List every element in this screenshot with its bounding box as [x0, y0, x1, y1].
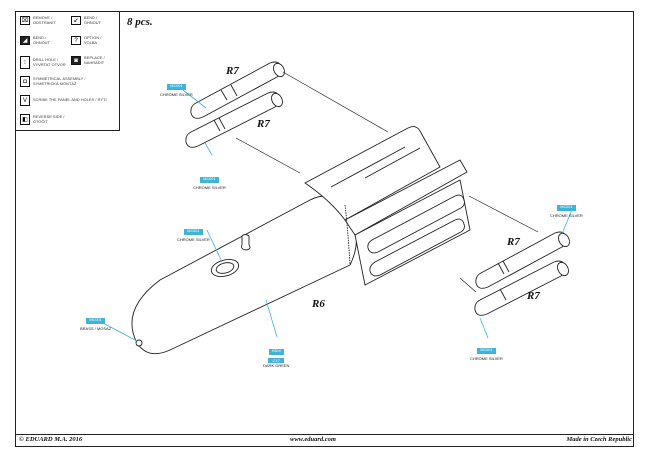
callout-chrome-silver: MC001 CHROME SILVER	[177, 219, 210, 242]
color-code: MC001	[557, 204, 576, 211]
assembly-line	[468, 195, 539, 233]
drill-icon: ⁝	[20, 56, 30, 69]
color-name: CHROME SILVER	[550, 213, 583, 218]
color-name: CHROME SILVER	[177, 237, 210, 242]
assembly-line	[235, 137, 301, 174]
color-name: CHROME SILVER	[160, 92, 193, 97]
assembly-line	[459, 277, 477, 293]
legend-text: DRILL HOLE / VYVRTAT OTVOR	[33, 58, 66, 67]
color-code: MC001	[86, 317, 105, 324]
color-code-secondary: C17	[268, 357, 285, 363]
color-code: H304	[268, 348, 284, 355]
reverse-side-icon: ◧	[20, 114, 30, 125]
footer-website[interactable]: www.eduard.com	[290, 436, 336, 443]
part-label-r7: R7	[226, 65, 239, 77]
legend-item-scribe: V SCRIBE THE PANEL AND HOLES / RÝTÍ	[20, 95, 113, 106]
callout-chrome-silver: MC001 CHROME SILVER	[550, 195, 583, 218]
launcher-rack	[304, 126, 471, 286]
legend-box: ⌧ REMOVE / ODSTRANIT ↙ BEND / OHNOUT ◢ B…	[15, 11, 120, 131]
callout-leader	[561, 206, 574, 235]
remove-icon: ⌧	[20, 16, 30, 25]
legend-text: OPTION / VOLBA	[84, 36, 102, 45]
legend-item-option: ? OPTION / VOLBA	[71, 36, 114, 45]
callout-chrome-silver: MC001 CHROME SILVER	[160, 74, 193, 97]
legend-item-replace: ◙ REPLACE / NAHRADIT	[71, 56, 114, 65]
rocket-r7-top-1	[190, 61, 285, 119]
color-name: DARK GREEN	[263, 363, 290, 368]
footer-origin: Made in Czech Republic	[566, 436, 632, 443]
rocket-r7-right-2	[474, 260, 569, 316]
sheet-frame	[15, 11, 634, 447]
legend-text: SCRIBE THE PANEL AND HOLES / RÝTÍ	[33, 98, 107, 103]
assembly-line	[282, 71, 389, 133]
color-name: CHROME SILVER	[193, 185, 226, 190]
color-code: MC001	[167, 83, 186, 90]
callout-leader	[479, 317, 489, 339]
legend-item-reverse: ◧ REVERSE SIDE / OTOČIT	[20, 114, 73, 125]
color-code: MC001	[200, 176, 219, 183]
color-code: MC001	[184, 228, 203, 235]
legend-text: BEND / OHNOUT	[33, 36, 51, 45]
bend-corner-icon: ◢	[20, 36, 30, 45]
callout-dark-green: H304 C17 DARK GREEN	[263, 339, 289, 368]
legend-text: REMOVE / ODSTRANIT	[33, 16, 56, 25]
callout-leader	[204, 142, 213, 156]
bend-icon: ↙	[71, 16, 81, 25]
option-icon: ?	[71, 36, 81, 45]
legend-item-symmetrical: ◘ SYMMETRICAL ASSEMBLY / SYMETRICKÁ MONT…	[20, 76, 103, 87]
launcher-body-r6	[131, 195, 357, 355]
callout-leader	[102, 322, 138, 342]
callout-brass: MC001 BRASS / MOSAZ	[80, 308, 111, 331]
part-label-r6: R6	[312, 298, 325, 310]
footer-divider	[15, 434, 634, 435]
footer-copyright: © EDUARD M.A. 2016	[19, 436, 83, 443]
legend-text: SYMMETRICAL ASSEMBLY / SYMETRICKÁ MONTÁŽ	[33, 77, 86, 86]
legend-item-drill: ⁝ DRILL HOLE / VYVRTAT OTVOR	[20, 56, 69, 69]
legend-text: REVERSE SIDE / OTOČIT	[33, 115, 65, 124]
legend-item-bend-2: ◢ BEND / OHNOUT	[20, 36, 63, 45]
quantity-label: 8 pcs.	[127, 16, 153, 28]
color-name: BRASS / MOSAZ	[80, 326, 112, 331]
rocket-r7-right-1	[475, 231, 570, 289]
color-name: CHROME SILVER	[470, 356, 503, 361]
replace-icon: ◙	[71, 56, 81, 65]
legend-item-remove: ⌧ REMOVE / ODSTRANIT	[20, 16, 63, 25]
callout-chrome-silver: MC001 CHROME SILVER	[193, 167, 226, 190]
callout-leader	[265, 299, 278, 338]
part-label-r7: R7	[507, 236, 520, 248]
scribe-icon: V	[20, 95, 30, 106]
part-label-r7: R7	[527, 290, 540, 302]
callout-leader	[206, 229, 223, 263]
callout-chrome-silver: MC001 CHROME SILVER	[470, 338, 503, 361]
legend-text: BEND / OHNOUT	[84, 16, 102, 25]
legend-text: REPLACE / NAHRADIT	[84, 56, 105, 65]
color-code: MC001	[477, 347, 496, 354]
part-label-r7: R7	[257, 118, 270, 130]
rocket-r7-top-2	[185, 91, 283, 148]
symmetrical-assembly-icon: ◘	[20, 76, 30, 87]
callout-leader	[182, 89, 207, 109]
legend-item-bend: ↙ BEND / OHNOUT	[71, 16, 114, 25]
